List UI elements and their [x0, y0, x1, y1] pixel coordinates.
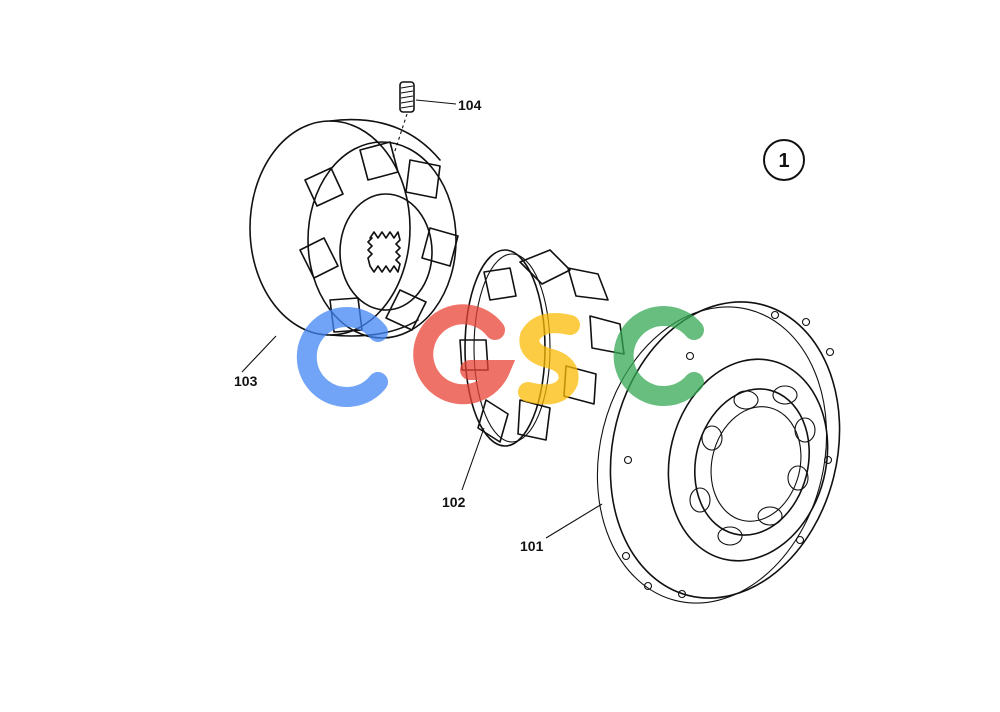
part-label-102: 102: [442, 494, 466, 510]
set-screw-104: [391, 81, 415, 161]
view-number: 1: [778, 150, 789, 172]
flange-plate-101: [545, 301, 841, 604]
watermark-letter-c2: [613, 306, 704, 406]
watermark-letter-c1: [296, 307, 388, 407]
part-labels: 101 102 103 104: [234, 97, 544, 554]
watermark-logo: [296, 304, 704, 407]
coupling-hub-103: [241, 118, 459, 373]
watermark-letter-g: [413, 304, 516, 405]
view-number-badge: 1: [763, 139, 805, 181]
part-label-101: 101: [520, 538, 544, 554]
part-label-104: 104: [458, 97, 482, 113]
part-label-103: 103: [234, 373, 258, 389]
watermark-letter-s: [518, 313, 580, 405]
